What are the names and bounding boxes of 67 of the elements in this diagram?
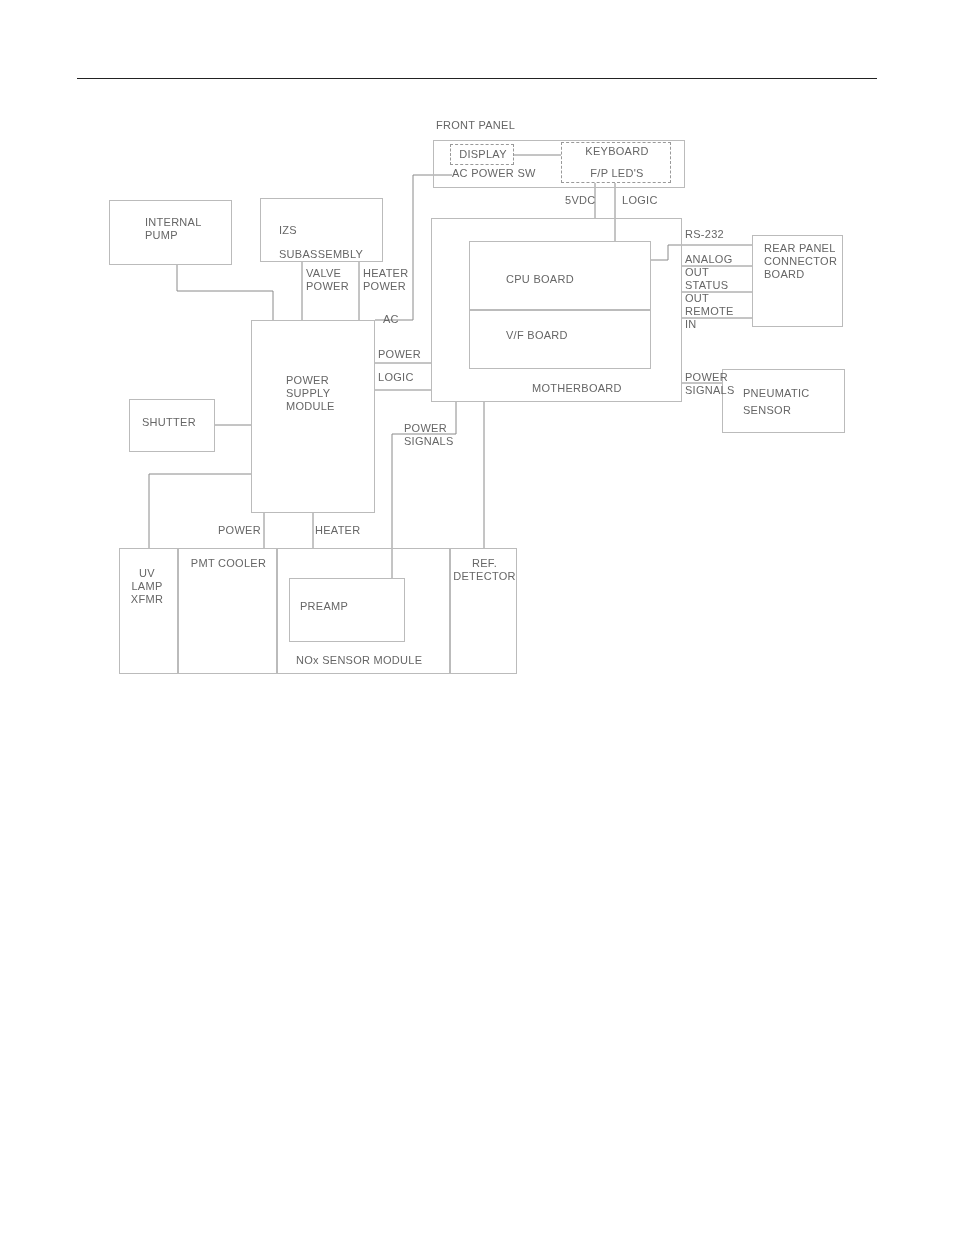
edge-label: POWER xyxy=(378,348,422,361)
block-label: CPU BOARD xyxy=(506,273,575,286)
edge-label: LOGIC xyxy=(622,194,659,207)
connector-line xyxy=(374,389,432,391)
connector-line xyxy=(483,401,485,549)
block-box xyxy=(289,578,405,642)
switch-label: AC POWER SW xyxy=(452,167,540,183)
block-box xyxy=(109,200,232,265)
connector-line xyxy=(374,362,432,364)
connector-line xyxy=(176,264,274,321)
block-box xyxy=(469,310,651,369)
edge-label: AC xyxy=(383,313,400,326)
connector-line xyxy=(148,473,252,549)
edge-label: RS-232 xyxy=(685,228,725,241)
connector-line xyxy=(358,261,360,321)
block-label: POWER SUPPLY MODULE xyxy=(286,374,336,413)
edge-label: LOGIC xyxy=(378,371,415,384)
edge-label: POWER xyxy=(218,524,262,537)
block-label: DISPLAY xyxy=(458,148,508,161)
edge-label: HEATER POWER xyxy=(363,267,408,293)
connector-line xyxy=(214,424,252,426)
block-box xyxy=(129,399,215,452)
block-label: PMT COOLER xyxy=(189,557,268,570)
connector-line xyxy=(594,182,596,219)
block-label: INTERNAL PUMP xyxy=(145,216,203,242)
edge-label: HEATER xyxy=(315,524,360,537)
connector-line xyxy=(681,265,753,267)
block-label: NOx SENSOR MODULE xyxy=(296,654,424,667)
block-label: REAR PANEL CONNECTOR BOARD xyxy=(764,242,839,281)
block-label: REF. DETECTOR xyxy=(452,557,517,583)
block-label: F/P LED'S xyxy=(589,167,645,180)
block-box xyxy=(450,548,517,674)
edge-label: STATUS OUT xyxy=(685,279,730,305)
block-label: PNEUMATIC SENSOR xyxy=(743,386,811,418)
block-box xyxy=(119,548,178,674)
block-label: KEYBOARD xyxy=(584,145,650,158)
edge-label: 5VDC xyxy=(565,194,595,207)
block-label: SHUTTER xyxy=(142,416,197,429)
block-label: UV LAMP XFMR xyxy=(129,567,165,606)
block-box xyxy=(251,320,375,513)
edge-label: REMOTE IN xyxy=(685,305,735,331)
edge-label: POWER SIGNALS xyxy=(685,371,735,397)
connector-line xyxy=(391,401,457,579)
connector-line xyxy=(301,261,303,321)
connector-line xyxy=(263,512,265,549)
edge-label: ANALOG OUT xyxy=(685,253,734,279)
block-box xyxy=(469,241,651,310)
edge-label: VALVE POWER xyxy=(306,267,350,293)
block-box xyxy=(752,235,843,327)
connector-line xyxy=(312,512,314,549)
connector-line xyxy=(650,244,753,261)
block-label: MOTHERBOARD xyxy=(532,382,623,395)
connector-line xyxy=(513,154,562,156)
connector-line xyxy=(614,182,616,242)
block-box xyxy=(260,198,383,262)
connector-line xyxy=(681,382,723,384)
edge-label: POWER SIGNALS xyxy=(404,422,454,448)
block-box xyxy=(561,142,671,183)
block-label: FRONT PANEL xyxy=(436,119,517,132)
block-label: PREAMP xyxy=(300,600,350,613)
connector-line xyxy=(681,317,753,319)
block-box xyxy=(431,218,682,402)
connector-line xyxy=(681,291,753,293)
block-box xyxy=(178,548,277,674)
block-box xyxy=(450,144,514,165)
block-label: V/F BOARD xyxy=(506,329,569,342)
block-box xyxy=(277,548,450,674)
